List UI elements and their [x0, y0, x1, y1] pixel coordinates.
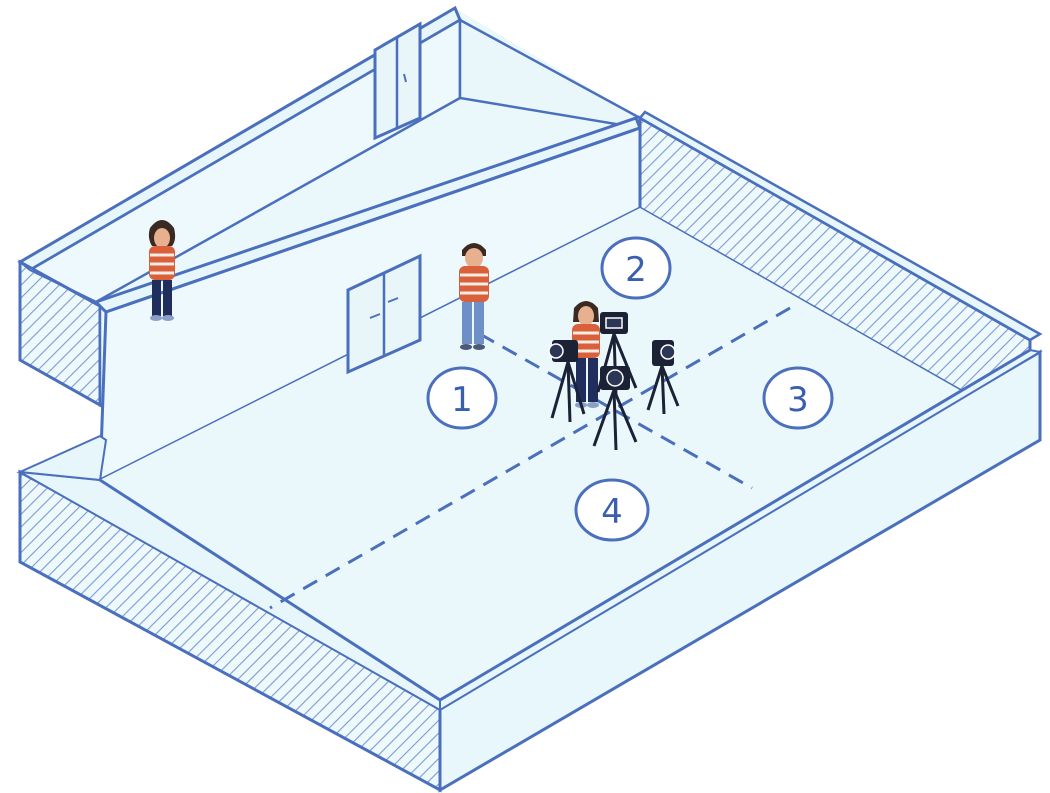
main-room-floor — [100, 208, 1030, 740]
camera-front-icon — [592, 366, 638, 451]
back-door-icon — [373, 21, 422, 141]
zone-marker-1: 1 — [426, 366, 498, 430]
main-door-icon — [346, 253, 422, 375]
camera-right-icon — [646, 340, 680, 415]
person-center-icon — [572, 301, 600, 408]
zone-marker-4: 4 — [574, 478, 650, 542]
person-back-room-icon — [148, 220, 176, 321]
zone-label-3: 3 — [787, 380, 809, 420]
zone-marker-2: 2 — [600, 236, 672, 300]
zone-marker-3: 3 — [762, 366, 834, 430]
zone-label-4: 4 — [601, 492, 623, 532]
zone-label-2: 2 — [625, 250, 647, 290]
divider-line-b — [269, 306, 791, 610]
zone-label-1: 1 — [451, 380, 473, 420]
person-at-door-icon — [459, 243, 489, 350]
camera-left-icon — [548, 340, 586, 423]
